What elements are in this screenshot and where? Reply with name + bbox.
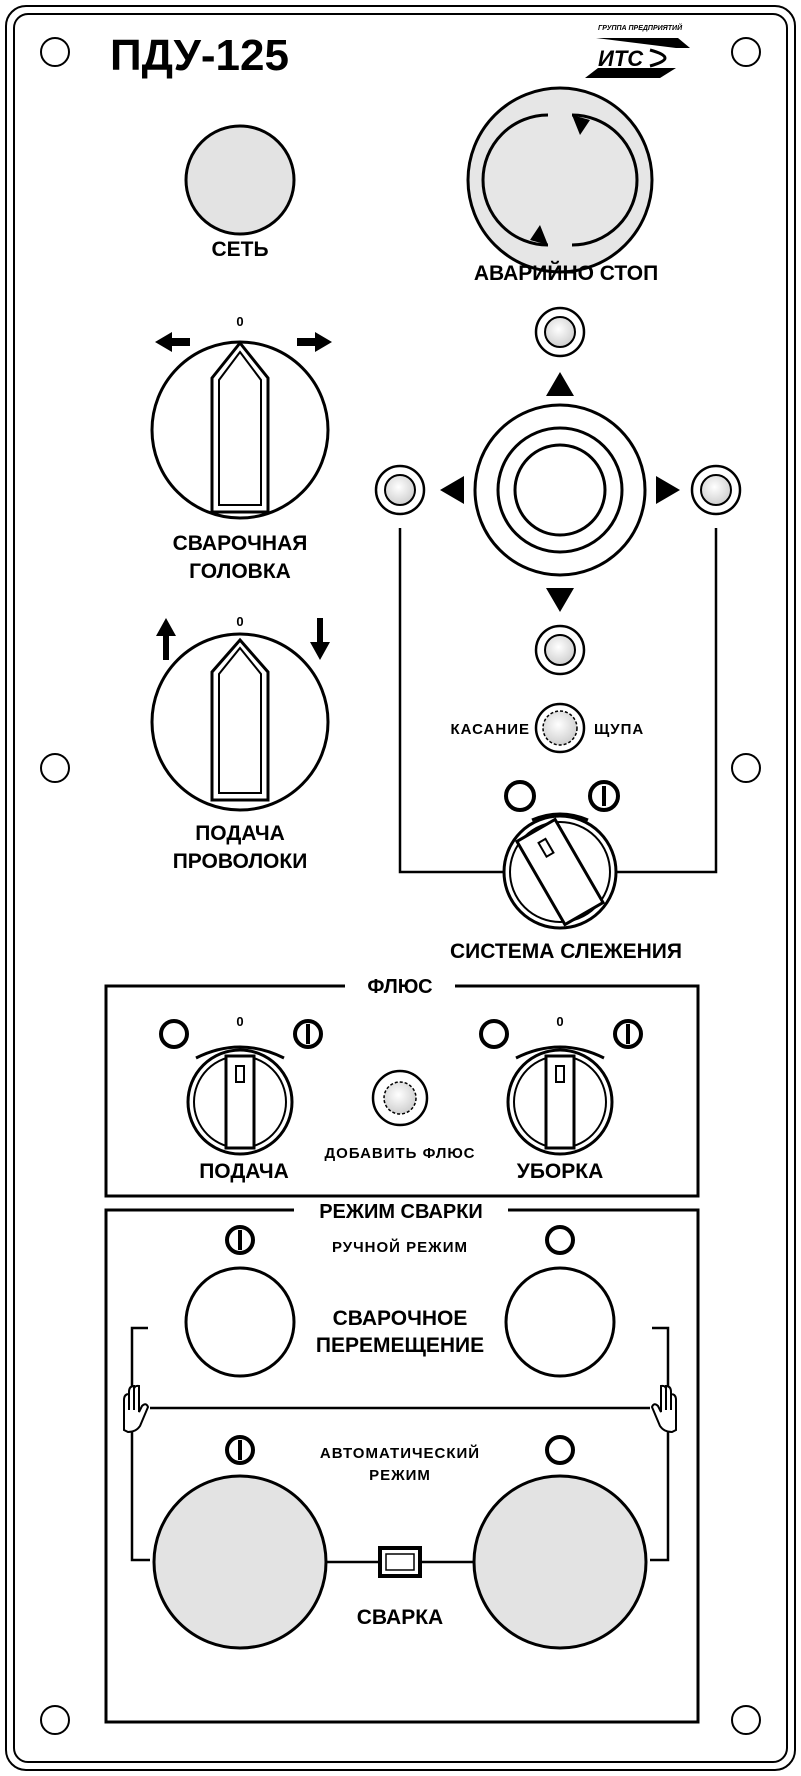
off-symbol-icon bbox=[504, 780, 536, 812]
mounting-hole-mid-left bbox=[40, 753, 70, 783]
mounting-hole-bottom-left bbox=[40, 1705, 70, 1735]
bracket-bottom-right bbox=[650, 1432, 670, 1562]
mounting-hole-top-right bbox=[731, 37, 761, 67]
wire-feed-selector[interactable] bbox=[150, 632, 330, 812]
hand-left-icon bbox=[123, 1384, 150, 1434]
tracking-wire-left bbox=[398, 528, 505, 874]
bracket-bottom-left bbox=[130, 1432, 150, 1562]
panel-inner-edge bbox=[13, 13, 788, 1763]
welding-head-zero-mark: 0 bbox=[236, 314, 243, 329]
auto-mode-label-line2: РЕЖИМ bbox=[369, 1467, 431, 1484]
flux-feed-on-icon bbox=[293, 1019, 323, 1049]
flux-title-mask bbox=[345, 973, 455, 999]
weld-indicator-icon bbox=[378, 1546, 422, 1578]
logo-arc-icon bbox=[649, 48, 667, 68]
wire-feed-label-line2: ПРОВОЛОКИ bbox=[173, 850, 308, 873]
rotate-arrow-left-icon bbox=[481, 113, 549, 247]
joystick[interactable] bbox=[473, 403, 647, 577]
panel-title: ПДУ-125 bbox=[110, 31, 289, 80]
tracking-system-switch[interactable] bbox=[502, 814, 618, 930]
travel-label-line2: ПЕРЕМЕЩЕНИЕ bbox=[316, 1334, 484, 1357]
touch-probe-label-left: КАСАНИЕ bbox=[450, 721, 530, 738]
flux-cleanup-switch[interactable] bbox=[506, 1048, 614, 1156]
rotate-arrowhead-left-icon bbox=[530, 225, 548, 245]
indicator-lamp-up bbox=[534, 306, 586, 358]
add-flux-label: ДОБАВИТЬ ФЛЮС bbox=[325, 1145, 476, 1162]
auto-right-off-icon bbox=[545, 1435, 575, 1465]
flux-cleanup-label: УБОРКА bbox=[517, 1160, 603, 1183]
company-logo: ГРУППА ПРЕДПРИЯТИЙ ИТС bbox=[585, 23, 690, 78]
arrow-down-icon bbox=[310, 618, 330, 660]
arrow-right-icon bbox=[297, 332, 332, 352]
flux-feed-zero-mark: 0 bbox=[236, 1014, 243, 1029]
manual-mode-label: РУЧНОЙ РЕЖИМ bbox=[332, 1238, 468, 1256]
weld-start-left-button[interactable] bbox=[152, 1474, 328, 1650]
manual-travel-right-button[interactable] bbox=[504, 1266, 616, 1378]
logo-stripe-bottom bbox=[585, 68, 676, 78]
on-symbol-icon bbox=[588, 780, 620, 812]
flux-cleanup-on-icon bbox=[613, 1019, 643, 1049]
mounting-hole-top-left bbox=[40, 37, 70, 67]
bracket-top-left bbox=[130, 1326, 148, 1390]
manual-left-on-icon bbox=[225, 1225, 255, 1255]
mounting-hole-bottom-right bbox=[731, 1705, 761, 1735]
weld-label: СВАРКА bbox=[357, 1606, 443, 1629]
tracking-wire-right bbox=[615, 528, 718, 874]
manual-right-off-icon bbox=[545, 1225, 575, 1255]
bracket-top-right bbox=[652, 1326, 670, 1390]
flux-cleanup-zero-mark: 0 bbox=[556, 1014, 563, 1029]
weld-mode-section-title: РЕЖИМ СВАРКИ bbox=[319, 1201, 483, 1223]
tracking-system-label: СИСТЕМА СЛЕЖЕНИЯ bbox=[450, 940, 682, 963]
weld-mode-title-mask bbox=[294, 1198, 508, 1224]
arrow-left-icon bbox=[155, 332, 190, 352]
touch-probe-label-right: ЩУПА bbox=[594, 721, 644, 738]
emergency-label: АВАРИЙНО СТОП bbox=[474, 261, 658, 285]
logo-stripe-top bbox=[596, 38, 690, 48]
flux-section-title: ФЛЮС bbox=[367, 976, 432, 998]
flux-feed-off-icon bbox=[159, 1019, 189, 1049]
panel-outer-edge bbox=[5, 5, 796, 1771]
wire-feed-label-line1: ПОДАЧА bbox=[195, 822, 285, 845]
auto-left-on-icon bbox=[225, 1435, 255, 1465]
touch-probe-lamp bbox=[534, 702, 586, 754]
indicator-lamp-down bbox=[534, 624, 586, 676]
emergency-stop-button[interactable] bbox=[466, 86, 654, 274]
auto-mode-label-line1: АВТОМАТИЧЕСКИЙ bbox=[320, 1444, 480, 1462]
weld-start-right-button[interactable] bbox=[472, 1474, 648, 1650]
indicator-lamp-right bbox=[690, 464, 742, 516]
logo-mark: ИТС bbox=[598, 46, 644, 71]
mounting-hole-mid-right bbox=[731, 753, 761, 783]
wire-feed-zero-mark: 0 bbox=[236, 614, 243, 629]
triangle-down-icon bbox=[546, 588, 574, 612]
welding-head-selector[interactable] bbox=[150, 340, 330, 520]
triangle-right-icon bbox=[656, 476, 680, 504]
flux-feed-label: ПОДАЧА bbox=[199, 1160, 289, 1183]
switch-scale-arc bbox=[531, 812, 589, 822]
hand-right-icon bbox=[650, 1384, 677, 1434]
manual-travel-left-button[interactable] bbox=[184, 1266, 296, 1378]
logo-caption: ГРУППА ПРЕДПРИЯТИЙ bbox=[598, 23, 683, 32]
travel-label-line1: СВАРОЧНОЕ bbox=[333, 1307, 468, 1330]
indicator-lamp-left bbox=[374, 464, 426, 516]
rotate-arrow-right-icon bbox=[571, 113, 639, 247]
flux-cleanup-scale-arc bbox=[515, 1045, 605, 1060]
add-flux-button[interactable] bbox=[371, 1069, 429, 1127]
flux-feed-scale-arc bbox=[195, 1045, 285, 1060]
arrow-up-icon bbox=[156, 618, 176, 660]
power-label: СЕТЬ bbox=[211, 238, 268, 261]
rotate-arrowhead-right-icon bbox=[572, 115, 590, 135]
flux-cleanup-off-icon bbox=[479, 1019, 509, 1049]
welding-head-label-line2: ГОЛОВКА bbox=[189, 560, 291, 583]
triangle-left-icon bbox=[440, 476, 464, 504]
flux-feed-switch[interactable] bbox=[186, 1048, 294, 1156]
triangle-up-icon bbox=[546, 372, 574, 396]
welding-head-label-line1: СВАРОЧНАЯ bbox=[173, 532, 308, 555]
power-button[interactable] bbox=[184, 124, 296, 236]
